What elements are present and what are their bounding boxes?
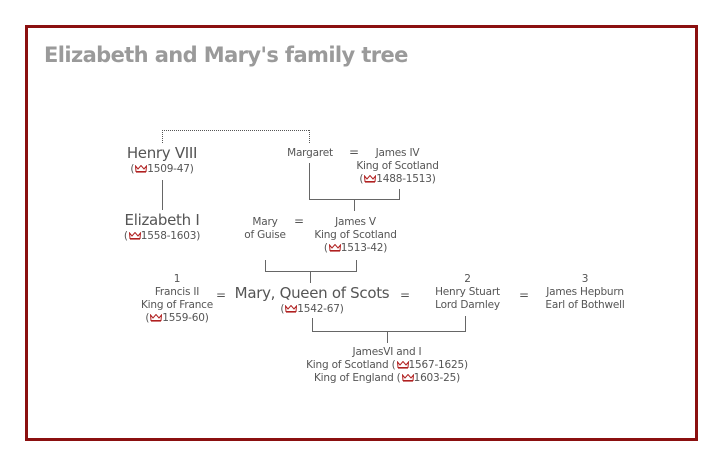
guise-james-v-bracket bbox=[265, 271, 357, 272]
person-name: James V bbox=[335, 216, 376, 228]
reign-dates: (1488-1513) bbox=[359, 173, 436, 185]
mary-of-guise-stub bbox=[265, 260, 266, 272]
person-james-hepburn: 3 James Hepburn Earl of Bothwell bbox=[535, 273, 635, 312]
mary-darnley-bracket bbox=[312, 331, 466, 332]
person-name: Henry VIII bbox=[126, 144, 198, 162]
reign-dates: (1513-42) bbox=[323, 242, 388, 254]
diagram-title: Elizabeth and Mary's family tree bbox=[44, 43, 408, 67]
marriage-number: 1 bbox=[173, 273, 181, 285]
crown-icon bbox=[328, 244, 341, 252]
person-title: King of Scotland bbox=[356, 160, 439, 172]
person-name: Elizabeth I bbox=[124, 211, 200, 229]
sibling-connector-right bbox=[309, 130, 310, 143]
person-title: Lord Darnley bbox=[435, 299, 500, 311]
person-name-line2: of Guise bbox=[244, 229, 286, 241]
person-title: King of France bbox=[140, 299, 214, 311]
crown-icon bbox=[150, 314, 163, 322]
person-name: Margaret bbox=[287, 147, 333, 159]
person-name: James Hepburn bbox=[546, 286, 624, 298]
person-james-vi-and-i: JamesVI and I King of Scotland (1567-162… bbox=[297, 346, 477, 385]
marriage-symbol: = bbox=[349, 145, 360, 159]
diagram-frame bbox=[25, 25, 698, 441]
person-henry-viii: Henry VIII (1509-47) bbox=[112, 144, 212, 176]
darnley-stub bbox=[465, 316, 466, 332]
mary-qos-descent-line bbox=[310, 271, 311, 283]
marriage-number: 2 bbox=[464, 273, 471, 285]
person-name: JamesVI and I bbox=[352, 346, 422, 358]
person-name: Mary, Queen of Scots bbox=[234, 284, 390, 302]
reign-england: King of England (1603-25) bbox=[314, 372, 460, 384]
person-james-v: James V King of Scotland (1513-42) bbox=[303, 216, 408, 255]
sibling-connector bbox=[162, 130, 309, 131]
person-margaret: Margaret bbox=[280, 147, 340, 160]
person-title: King of Scotland bbox=[314, 229, 397, 241]
margaret-stub bbox=[309, 163, 310, 200]
person-name: Mary bbox=[252, 216, 278, 228]
mary-qos-stub bbox=[312, 318, 313, 332]
marriage-symbol: = bbox=[519, 288, 530, 302]
person-title: Earl of Bothwell bbox=[545, 299, 625, 311]
reign-dates: (1542-67) bbox=[280, 303, 344, 315]
person-name: Francis II bbox=[154, 286, 200, 298]
reign-scotland: King of Scotland (1567-1625) bbox=[306, 359, 468, 371]
reign-dates: (1509-47) bbox=[130, 163, 194, 175]
person-mary-of-guise: Mary of Guise bbox=[235, 216, 295, 242]
sibling-connector-left bbox=[162, 130, 163, 143]
reign-dates: (1558-1603) bbox=[123, 230, 201, 242]
person-henry-stuart: 2 Henry Stuart Lord Darnley bbox=[420, 273, 515, 312]
crown-icon bbox=[135, 165, 148, 173]
person-francis-ii: 1 Francis II King of France (1559-60) bbox=[128, 273, 226, 325]
person-james-iv: James IV King of Scotland (1488-1513) bbox=[345, 147, 450, 186]
marriage-symbol: = bbox=[400, 288, 411, 302]
reign-dates: (1559-60) bbox=[145, 312, 209, 324]
henry-elizabeth-line bbox=[162, 180, 163, 210]
crown-icon bbox=[396, 361, 409, 369]
person-elizabeth-i: Elizabeth I (1558-1603) bbox=[107, 211, 217, 243]
marriage-number: 3 bbox=[581, 273, 589, 285]
crown-icon bbox=[285, 305, 298, 313]
james-iv-stub bbox=[399, 189, 400, 200]
person-name: James IV bbox=[375, 147, 420, 159]
marriage-symbol: = bbox=[294, 214, 305, 228]
james-vi-descent-line bbox=[387, 331, 388, 343]
marriage-symbol: = bbox=[216, 288, 227, 302]
crown-icon bbox=[401, 374, 414, 382]
james-v-stub bbox=[356, 260, 357, 272]
crown-icon bbox=[128, 232, 141, 240]
james-v-descent-line bbox=[354, 199, 355, 211]
person-name: Henry Stuart bbox=[435, 286, 500, 298]
person-mary-queen-of-scots: Mary, Queen of Scots (1542-67) bbox=[232, 284, 392, 316]
crown-icon bbox=[364, 175, 377, 183]
